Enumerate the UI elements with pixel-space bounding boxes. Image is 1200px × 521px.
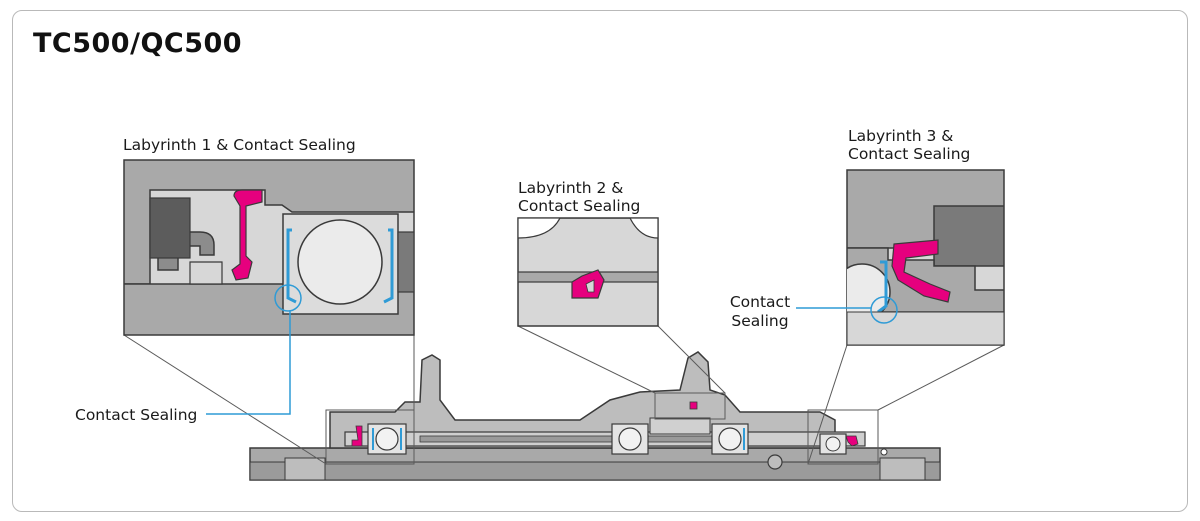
detail1-seal xyxy=(231,189,263,281)
detail3-bottom xyxy=(847,311,1004,345)
contact-circle-icon xyxy=(274,284,302,312)
detail2-seal-notch xyxy=(585,279,595,293)
base-bolt xyxy=(767,454,783,470)
middle-seal xyxy=(689,401,698,410)
callout-left-line xyxy=(206,311,291,415)
detail-2-label-line2: Contact Sealing xyxy=(518,197,641,215)
shaft-core xyxy=(419,435,721,443)
callout-right-label-line2: Sealing xyxy=(731,312,789,330)
connector-2b xyxy=(657,325,726,394)
connector-1a xyxy=(123,334,327,465)
detail2-top-housing xyxy=(518,218,658,239)
detail-3-label-line2: Contact Sealing xyxy=(848,145,971,163)
zoom-box-3 xyxy=(807,409,879,465)
connector-3a xyxy=(807,344,848,465)
left-bearing xyxy=(367,423,407,455)
contact-circle-icon-right xyxy=(870,296,898,324)
connector-2a xyxy=(517,325,656,394)
left-seal xyxy=(351,425,363,447)
detail-1-label: Labyrinth 1 & Contact Sealing xyxy=(123,136,356,154)
middle-spacer xyxy=(649,417,711,435)
middle-bearing-left xyxy=(611,423,649,455)
detail1-ball xyxy=(297,219,383,305)
detail-panel-1 xyxy=(123,159,415,336)
right-seal xyxy=(845,435,859,447)
zoom-box-2 xyxy=(654,392,726,420)
detail1-shield-left xyxy=(286,228,297,304)
figure-title: TC500/QC500 xyxy=(33,28,243,59)
middle-bearing-right xyxy=(711,423,749,455)
zoom-box-1 xyxy=(325,409,415,465)
detail3-dark-block xyxy=(933,205,1004,267)
detail1-labyrinth-inner xyxy=(189,261,223,285)
base-plate-lower xyxy=(249,461,941,481)
detail-3-label-line1: Labyrinth 3 & xyxy=(848,127,954,145)
detail-panel-2 xyxy=(517,217,659,327)
main-cross-section xyxy=(249,351,941,481)
detail-2-label-line1: Labyrinth 2 & xyxy=(518,179,624,197)
detail1-right-block xyxy=(397,231,414,293)
detail1-shield-right xyxy=(383,228,394,304)
base-slot-right xyxy=(879,457,926,481)
callout-right-label-line1: Contact xyxy=(729,293,791,311)
right-bearing xyxy=(819,433,847,455)
detail3-shield xyxy=(877,260,888,314)
right-bolt xyxy=(880,448,888,456)
detail1-dark-ring xyxy=(149,197,191,259)
detail3-seal xyxy=(891,239,951,303)
callout-left-label: Contact Sealing xyxy=(75,406,198,424)
connector-3b xyxy=(877,344,1005,411)
detail-panel-3 xyxy=(846,169,1005,346)
base-slot-left xyxy=(284,457,326,481)
